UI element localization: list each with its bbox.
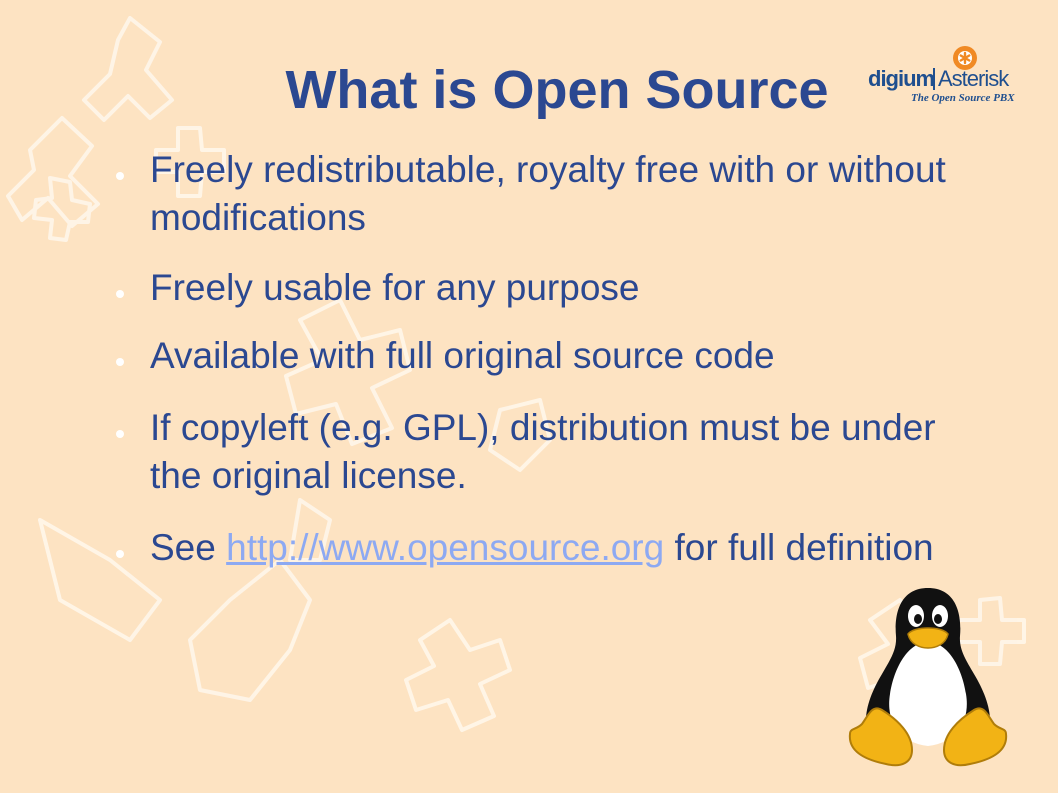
bullet-dot-icon <box>116 290 124 298</box>
bullet-item: Freely usable for any purpose <box>110 264 640 312</box>
bullet-item: If copyleft (e.g. GPL), distribution mus… <box>110 404 960 500</box>
bullet-text-after: for full definition <box>664 527 934 568</box>
tux-penguin-icon <box>848 588 1008 767</box>
opensource-link[interactable]: http://www.opensource.org <box>226 527 665 568</box>
bullet-item: See http://www.opensource.org for full d… <box>110 524 934 572</box>
bullet-dot-icon <box>116 358 124 366</box>
slide-title: What is Open Source <box>285 60 829 120</box>
bullet-text: Available with full original source code <box>150 335 775 376</box>
logo-divider <box>933 68 935 90</box>
digium-asterisk-logo: digium Asterisk The Open Source PBX <box>866 44 1026 110</box>
bullet-text: If copyleft (e.g. GPL), distribution mus… <box>150 407 936 496</box>
bullet-dot-icon <box>116 550 124 558</box>
bullet-item: Available with full original source code <box>110 332 775 380</box>
bullet-text: Freely usable for any purpose <box>150 267 640 308</box>
logo-tagline: The Open Source PBX <box>911 92 1015 104</box>
bullet-text: Freely redistributable, royalty free wit… <box>150 149 946 238</box>
bullet-text-before: See <box>150 527 227 568</box>
bullet-dot-icon <box>116 172 124 180</box>
asterisk-logo-icon <box>953 46 977 70</box>
logo-brand: digium <box>868 66 935 91</box>
logo-product: Asterisk <box>938 66 1009 91</box>
bullet-dot-icon <box>116 430 124 438</box>
bullet-item: Freely redistributable, royalty free wit… <box>110 146 960 242</box>
